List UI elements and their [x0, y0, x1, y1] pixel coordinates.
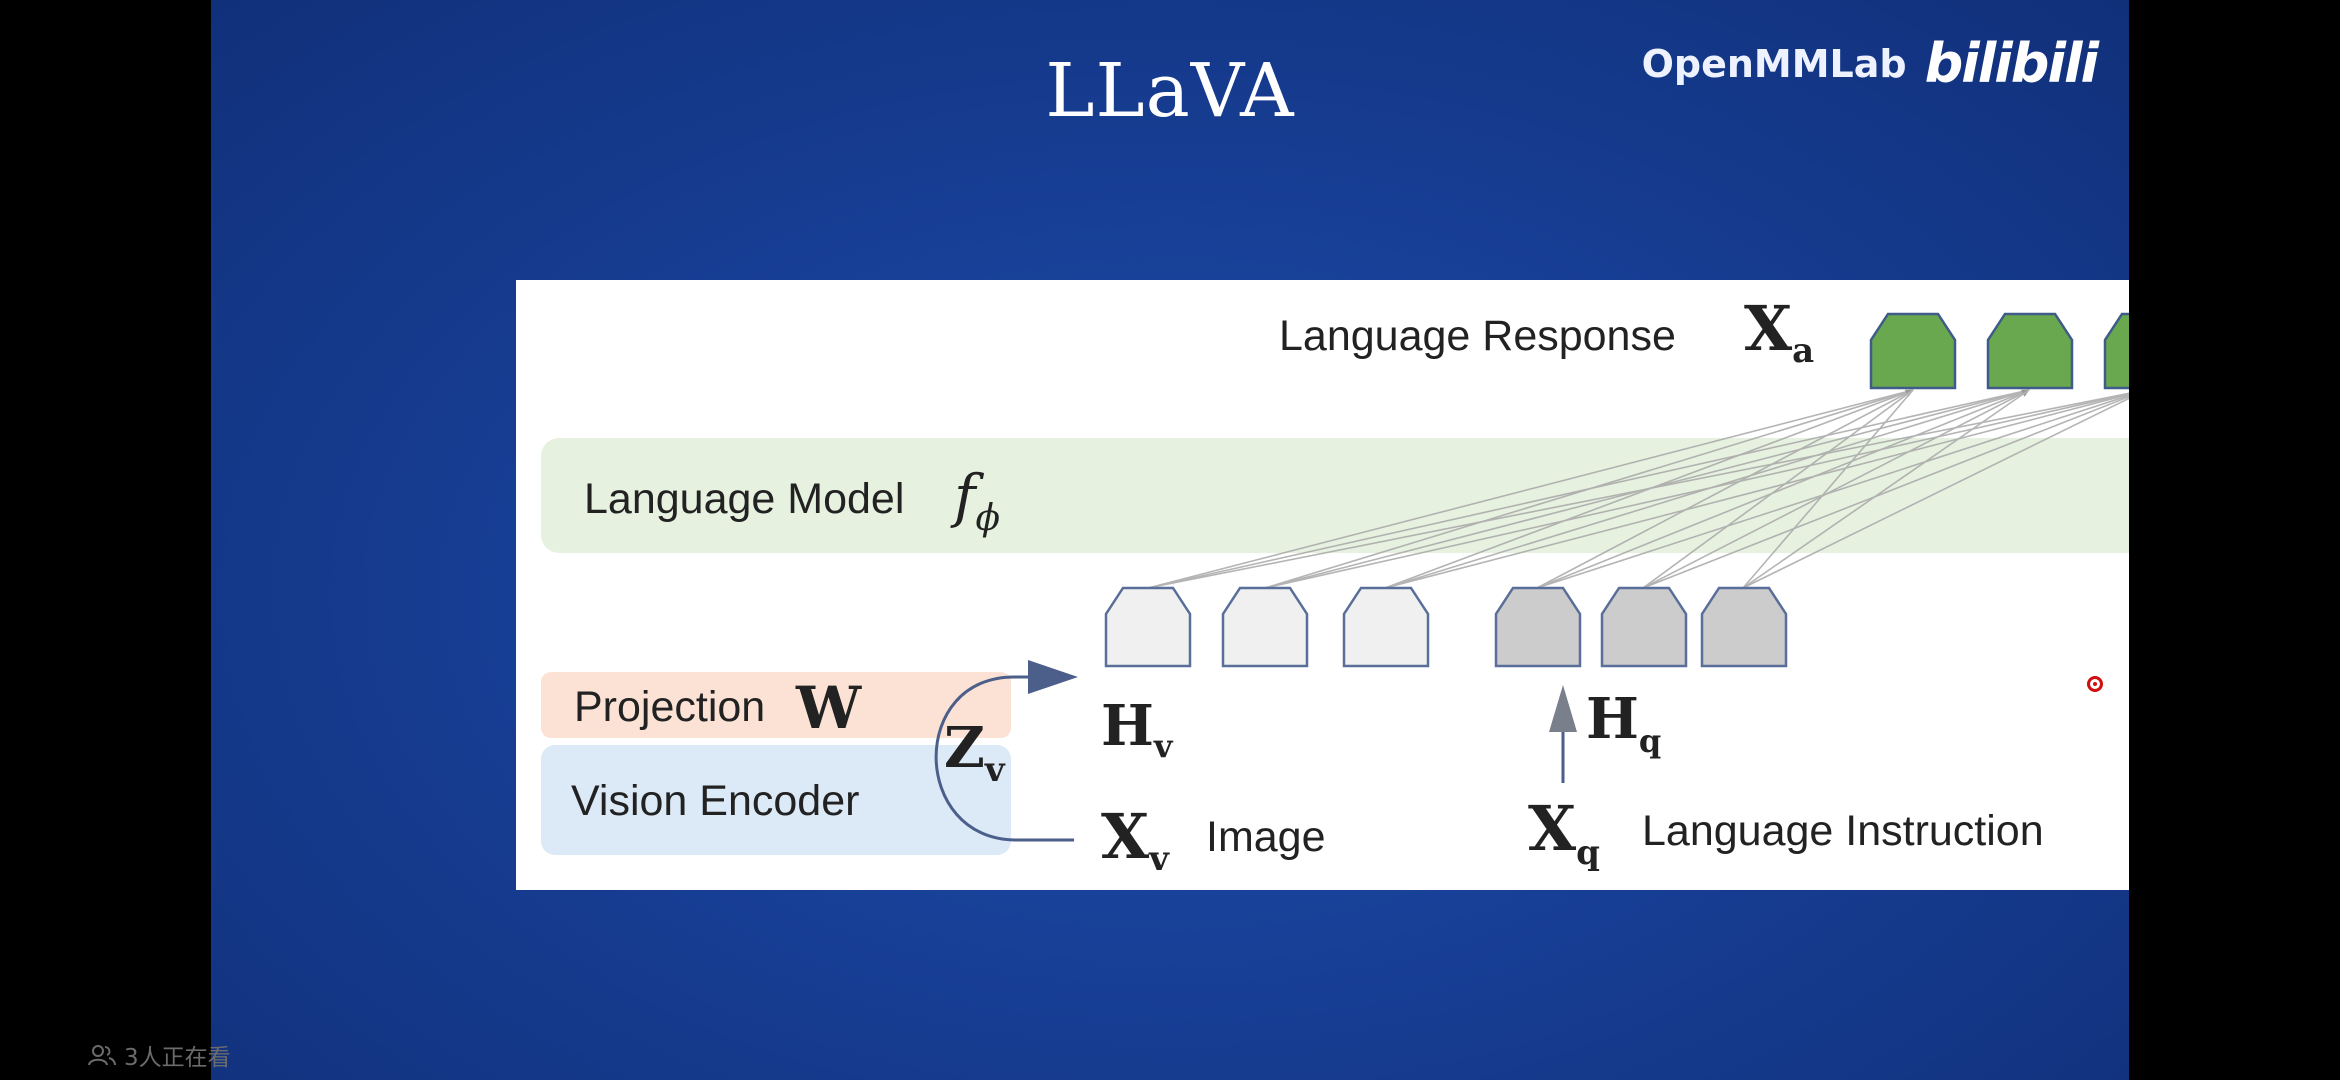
image-label: Image — [1206, 813, 1326, 861]
vision-encoder-band — [541, 745, 1011, 855]
attention-connection-lines — [1147, 389, 2129, 589]
xv-symbol: Xv — [1101, 800, 1170, 879]
vision-token — [1221, 586, 1309, 668]
hq-arrowhead — [1549, 685, 1577, 732]
instruction-token — [1700, 586, 1788, 668]
vision-token — [1342, 586, 1430, 668]
f-phi-symbol: fϕ — [950, 462, 1000, 539]
openmmlab-watermark: OpenMMLab — [1641, 41, 1907, 86]
vision-encoder-label: Vision Encoder — [571, 777, 859, 825]
llava-architecture-figure: Language Model fϕ Projection W Vision En… — [516, 280, 2129, 890]
response-token — [1986, 312, 2074, 390]
slide: LLaVA OpenMMLab bilibili Language Model … — [211, 0, 2129, 1080]
xa-symbol: Xa — [1744, 292, 1814, 371]
hq-symbol: Hq — [1586, 686, 1661, 760]
zv-symbol: Zv — [944, 715, 1006, 790]
laser-pointer-icon — [2087, 676, 2103, 692]
viewer-count: 3人正在看 — [88, 1038, 231, 1072]
people-icon — [88, 1045, 116, 1066]
slide-title: LLaVA — [1045, 48, 1295, 134]
response-token — [1869, 312, 1957, 390]
response-tokens — [1869, 312, 2129, 390]
vision-token — [1104, 586, 1192, 668]
viewer-count-text: 3人正在看 — [124, 1045, 231, 1071]
w-symbol: W — [795, 674, 862, 742]
instruction-token — [1494, 586, 1582, 668]
vision-tokens — [1104, 586, 1430, 668]
language-response-label: Language Response — [1279, 312, 1676, 360]
instruction-token — [1600, 586, 1688, 668]
response-token — [2103, 312, 2129, 390]
projection-band — [541, 672, 1011, 738]
xq-symbol: Xq — [1528, 792, 1600, 873]
hv-symbol: Hv — [1101, 693, 1174, 765]
instruction-tokens — [1494, 586, 1788, 668]
watermark: OpenMMLab bilibili — [1641, 32, 2099, 95]
bilibili-logo: bilibili — [1924, 32, 2099, 95]
projection-label: Projection — [574, 683, 765, 731]
language-model-label: Language Model — [584, 475, 904, 523]
language-instruction-label: Language Instruction — [1642, 807, 2044, 855]
zv-arrowhead — [1028, 660, 1078, 694]
zv-curve-arrow — [934, 675, 1074, 842]
